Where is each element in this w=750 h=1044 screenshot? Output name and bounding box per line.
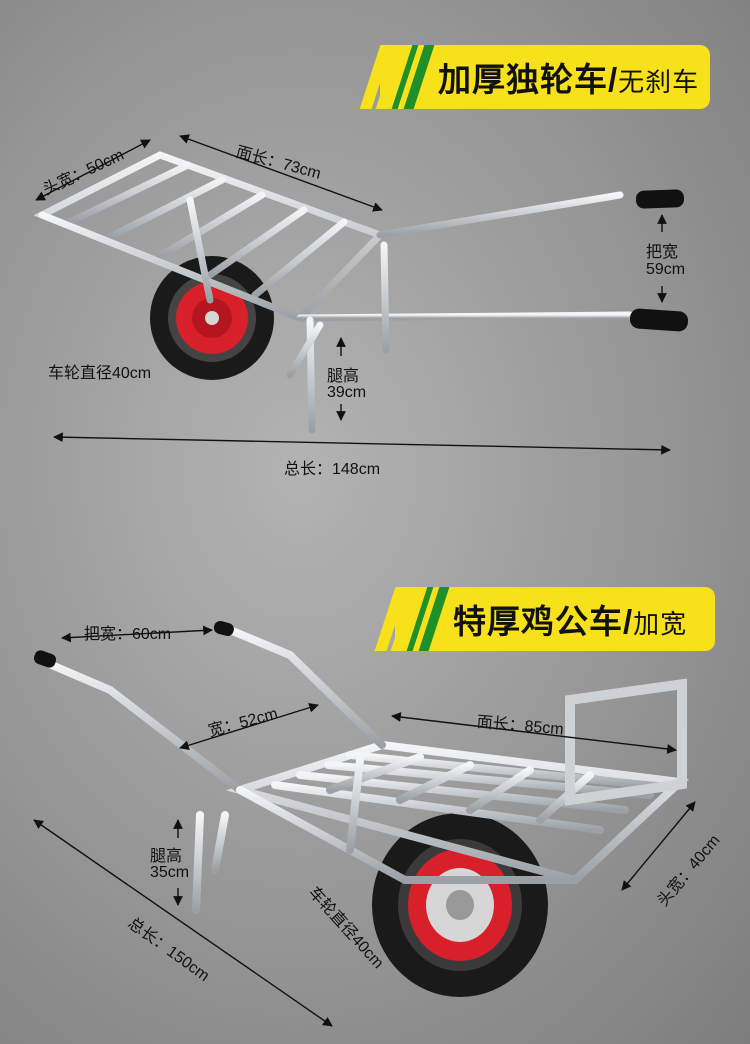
product-1-banner: 加厚独轮车/无刹车 — [359, 45, 710, 109]
p1-total-length-label: 总长：148cm — [284, 461, 381, 478]
wheel-2 — [372, 813, 548, 997]
p1-leg-height-label-b: 39cm — [327, 384, 367, 401]
wheel-1 — [150, 256, 274, 380]
p1-wheel-diameter-label: 车轮直径40cm — [48, 365, 152, 382]
p1-handle-width-label-b: 59cm — [646, 261, 686, 278]
product-2-banner: 特厚鸡公车/加宽 — [374, 587, 715, 651]
dims-1-arrows — [35, 134, 671, 455]
product-2-title: 特厚鸡公车/加宽 — [453, 603, 688, 640]
p2-handle-width-label: 把宽：60cm — [84, 626, 172, 643]
product-2-subtitle: 加宽 — [633, 609, 688, 639]
banner-2-background — [395, 587, 715, 651]
p1-handle-width-label-a: 把宽 — [646, 244, 679, 261]
dims-2-arrows — [33, 625, 696, 1027]
banner-1-background — [380, 45, 710, 109]
p2-leg-height-label-b: 35cm — [150, 864, 190, 881]
wheelbarrow-2-drawing — [33, 620, 689, 997]
p1-leg-height-label-a: 腿高 — [327, 368, 360, 385]
product-1-subtitle: 无刹车 — [618, 67, 700, 97]
frame-2 — [36, 626, 689, 914]
p2-leg-height-label-a: 腿高 — [150, 848, 183, 865]
product-1-title: 加厚独轮车/无刹车 — [438, 61, 700, 98]
